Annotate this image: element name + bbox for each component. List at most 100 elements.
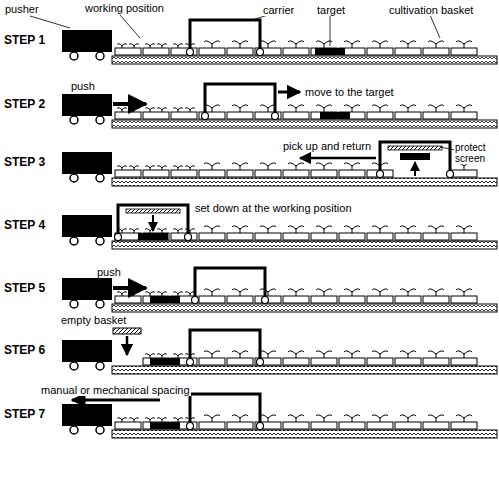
cultivation-basket — [423, 48, 449, 55]
cultivation-basket — [171, 233, 197, 240]
cultivation-basket — [115, 48, 141, 55]
cultivation-basket — [199, 233, 225, 240]
pusher-wheel — [70, 426, 78, 434]
carrier-wheel — [202, 113, 209, 120]
target-basket — [315, 48, 345, 55]
cultivation-basket — [255, 170, 281, 177]
motion-arrow — [152, 215, 154, 231]
carrier-wheel — [187, 359, 194, 366]
step-row — [62, 142, 497, 186]
cultivation-basket — [451, 48, 477, 55]
part-label: target — [316, 4, 346, 16]
cultivation-basket — [451, 170, 477, 177]
cultivation-basket — [199, 170, 225, 177]
cultivation-basket — [199, 296, 225, 303]
seedling — [129, 166, 139, 170]
cultivation-basket — [199, 422, 225, 429]
motion-arrow — [126, 336, 129, 355]
seedling — [260, 289, 276, 296]
cultivation-basket — [199, 358, 225, 365]
seedling — [288, 41, 304, 48]
carrier-wheel — [185, 234, 192, 241]
seedling — [204, 41, 220, 48]
pusher — [62, 152, 112, 174]
cultivation-basket — [143, 112, 169, 119]
cultivation-basket — [255, 233, 281, 240]
pusher-wheel — [96, 116, 104, 124]
carrier-wheel — [257, 423, 264, 430]
protect-screen — [126, 209, 180, 213]
cultivation-basket — [283, 422, 309, 429]
motion-arrow — [300, 157, 376, 160]
cultivation-basket — [255, 48, 281, 55]
step-label: STEP 2 — [3, 98, 46, 111]
pusher-wheel — [96, 426, 104, 434]
seedling — [145, 108, 155, 112]
step-label: STEP 4 — [3, 219, 46, 232]
cultivation-basket — [367, 112, 393, 119]
cultivation-basket — [339, 422, 365, 429]
seedling — [232, 289, 248, 296]
carrier-wheel — [262, 297, 269, 304]
pusher-wheel — [70, 362, 78, 370]
part-label: cultivation basket — [388, 4, 474, 16]
seedling — [173, 166, 183, 170]
cultivation-basket — [367, 296, 393, 303]
seedling — [173, 354, 183, 358]
pusher-wheel — [96, 300, 104, 308]
ground-bed — [112, 241, 497, 249]
action-label: push — [96, 266, 122, 278]
seedling — [344, 351, 360, 358]
seedling — [372, 289, 388, 296]
cultivation-basket — [367, 422, 393, 429]
seedling — [129, 292, 139, 296]
seedling — [173, 229, 183, 233]
protect-screen — [388, 146, 442, 150]
target-basket — [150, 296, 180, 303]
seedling — [400, 226, 416, 233]
target-basket — [320, 112, 350, 119]
carrier-wheel — [192, 297, 199, 304]
cultivation-basket — [423, 296, 449, 303]
seedling — [145, 418, 155, 422]
action-label: empty basket — [60, 314, 127, 326]
leader-line — [330, 15, 331, 46]
pusher-wheel — [70, 116, 78, 124]
pusher-wheel — [70, 174, 78, 182]
leader-line — [30, 16, 70, 28]
seedling — [456, 105, 472, 112]
pusher-wheel — [70, 52, 78, 60]
seedling — [204, 351, 220, 358]
step-label: STEP 7 — [3, 408, 46, 421]
cultivation-basket — [311, 170, 337, 177]
cultivation-basket — [115, 112, 141, 119]
cultivation-basket — [283, 358, 309, 365]
seedling — [232, 163, 248, 170]
seedling — [288, 105, 304, 112]
action-label: pick up and return — [282, 140, 372, 152]
cultivation-basket — [423, 233, 449, 240]
action-label: move to the target — [304, 86, 395, 98]
seedling — [117, 166, 127, 170]
cultivation-basket — [171, 48, 197, 55]
seedling — [145, 354, 155, 358]
pusher — [62, 215, 112, 237]
seedling — [260, 163, 276, 170]
cultivation-basket — [199, 48, 225, 55]
cultivation-basket — [115, 422, 141, 429]
motion-arrow — [113, 102, 146, 106]
cultivation-basket — [339, 296, 365, 303]
pusher-wheel — [96, 237, 104, 245]
empty-basket — [113, 328, 141, 334]
pusher — [62, 340, 112, 362]
ground-bed — [112, 120, 497, 128]
seedling — [129, 108, 139, 112]
cultivation-basket — [339, 170, 365, 177]
carrier-wheel — [187, 423, 194, 430]
carrier-frame — [190, 330, 260, 362]
seedling — [185, 166, 195, 170]
seedling — [288, 415, 304, 422]
cultivation-basket — [255, 296, 281, 303]
